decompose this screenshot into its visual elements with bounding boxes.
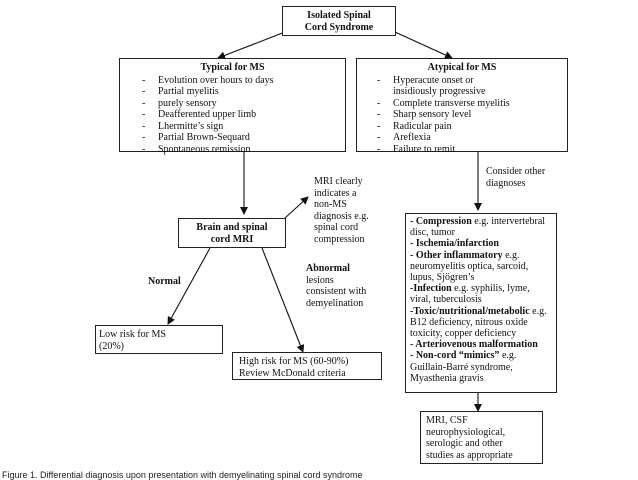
mri-note-line: spinal cord — [314, 222, 359, 233]
typical-item: purely sensory — [142, 98, 345, 110]
atypical-item: Hyperacute onset or — [377, 75, 567, 87]
differential-name: -Toxic/nutritional/metabolic — [410, 305, 530, 317]
typical-item: Lhermitte’s sign — [142, 121, 345, 133]
title-box: Isolated Spinal Cord Syndrome — [282, 6, 396, 36]
mri-note-line: diagnosis e.g. — [314, 210, 369, 222]
studies-box: MRI, CSF neurophysiological, serologic a… — [420, 411, 543, 464]
consider-line: diagnoses — [486, 177, 526, 189]
abnormal-line: consistent with — [306, 286, 367, 297]
differential-detail: e.g. syphilis, lyme, viral, tuberculosis — [410, 283, 530, 306]
low-risk-box: Low risk for MS (20%) — [95, 325, 223, 354]
atypical-item-continued: insidiously progressive — [393, 86, 486, 97]
abnormal-line: lesions — [306, 274, 334, 286]
differentials-box: - Compression e.g. intervertebral disc, … — [405, 213, 557, 393]
atypical-heading: Atypical for MS — [427, 62, 497, 73]
typical-item: Partial myelitis — [142, 86, 345, 98]
arrow-mri-to-note — [284, 196, 309, 219]
high-risk-box: High risk for MS (60-90%) Review McDonal… — [232, 352, 382, 380]
atypical-item: Areflexia — [377, 132, 567, 144]
differential-detail: e.g. neuromyelitis optica, sarcoid, lupu… — [410, 249, 529, 284]
normal-label: Normal — [148, 276, 181, 287]
arrow-title-to-typical — [217, 31, 286, 60]
consider-other-diagnoses: Consider other diagnoses — [486, 166, 545, 189]
arrow-mri-to-low-risk — [167, 247, 211, 325]
differential-detail: e.g. intervertebral disc, tumor — [410, 216, 546, 239]
studies-line: neurophysiological, — [426, 426, 506, 438]
atypical-item: Radicular pain — [377, 121, 567, 133]
differential-item: - Arteriovenous malformation — [410, 339, 553, 350]
atypical-item: Sharp sensory level — [377, 109, 567, 121]
mri-box-line: Brain and spinal — [196, 222, 268, 233]
differential-detail: e.g. Guillain-Barré syndrome, Myasthenia… — [410, 350, 517, 384]
high-risk-line: Review McDonald criteria — [239, 367, 346, 379]
low-risk-line: Low risk for MS — [99, 329, 166, 340]
abnormal-bold: Abnormal — [306, 263, 350, 274]
mri-box-line: cord MRI — [210, 233, 254, 245]
studies-line: studies as appropriate — [426, 449, 513, 461]
typical-ms-box: Typical for MS Evolution over hours to d… — [119, 58, 346, 155]
atypical-ms-box: Atypical for MS Hyperacute onset or insi… — [356, 58, 568, 155]
differential-item: -Toxic/nutritional/metabolic e.g. B12 de… — [410, 306, 553, 340]
differential-item: - Compression e.g. intervertebral disc, … — [410, 216, 553, 238]
mri-note-line: compression — [314, 233, 365, 245]
arrow-mri-to-high-risk — [261, 247, 305, 353]
mri-note-line: indicates a — [314, 187, 357, 199]
studies-line: serologic and other — [426, 438, 503, 449]
abnormal-line: demyelination — [306, 297, 364, 309]
mri-note-line: MRI clearly — [314, 176, 363, 187]
differential-name: - Compression — [410, 216, 472, 227]
atypical-item: Failure to remit — [377, 144, 567, 156]
differential-item: -Infection e.g. syphilis, lyme, viral, t… — [410, 283, 553, 305]
typical-heading: Typical for MS — [200, 62, 265, 73]
studies-line: MRI, CSF — [426, 415, 468, 426]
differential-name: - Ischemia/infarction — [410, 238, 499, 250]
arrow-title-to-atypical — [394, 31, 453, 59]
typical-item: Spontaneous remission — [142, 144, 345, 156]
title-line-1: Isolated Spinal — [307, 10, 371, 21]
atypical-list: Hyperacute onset or insidiously progress… — [357, 75, 567, 156]
typical-item: Evolution over hours to days — [142, 75, 345, 87]
differential-item: - Non-cord “mimics” e.g. Guillain-Barré … — [410, 350, 553, 384]
differential-name: - Other inflammatory — [410, 249, 503, 261]
typical-list: Evolution over hours to days Partial mye… — [120, 75, 345, 156]
differential-item: - Ischemia/infarction — [410, 238, 553, 249]
atypical-item: Complete transverse myelitis — [377, 98, 567, 110]
typical-item: Deafferented upper limb — [142, 109, 345, 121]
low-risk-line: (20%) — [99, 340, 124, 352]
differential-name: -Infection — [410, 283, 452, 295]
differential-name: - Arteriovenous malformation — [410, 339, 538, 351]
title-line-2: Cord Syndrome — [304, 22, 374, 33]
figure-caption: Figure 1. Differential diagnosis upon pr… — [2, 470, 363, 480]
mri-note-line: non-MS — [314, 199, 347, 210]
mri-non-ms-note: MRI clearly indicates a non-MS diagnosis… — [314, 176, 369, 245]
typical-item: Partial Brown-Sequard — [142, 132, 345, 144]
differential-detail: e.g. B12 deficiency, nitrous oxide toxic… — [410, 305, 547, 340]
differential-item: - Other inflammatory e.g. neuromyelitis … — [410, 250, 553, 284]
consider-line: Consider other — [486, 166, 546, 177]
mri-box: Brain and spinal cord MRI — [178, 218, 286, 248]
differential-name: - Non-cord “mimics” — [410, 350, 500, 362]
abnormal-label: Abnormal lesions consistent with demyeli… — [306, 263, 366, 309]
high-risk-line: High risk for MS (60-90%) — [239, 356, 349, 367]
